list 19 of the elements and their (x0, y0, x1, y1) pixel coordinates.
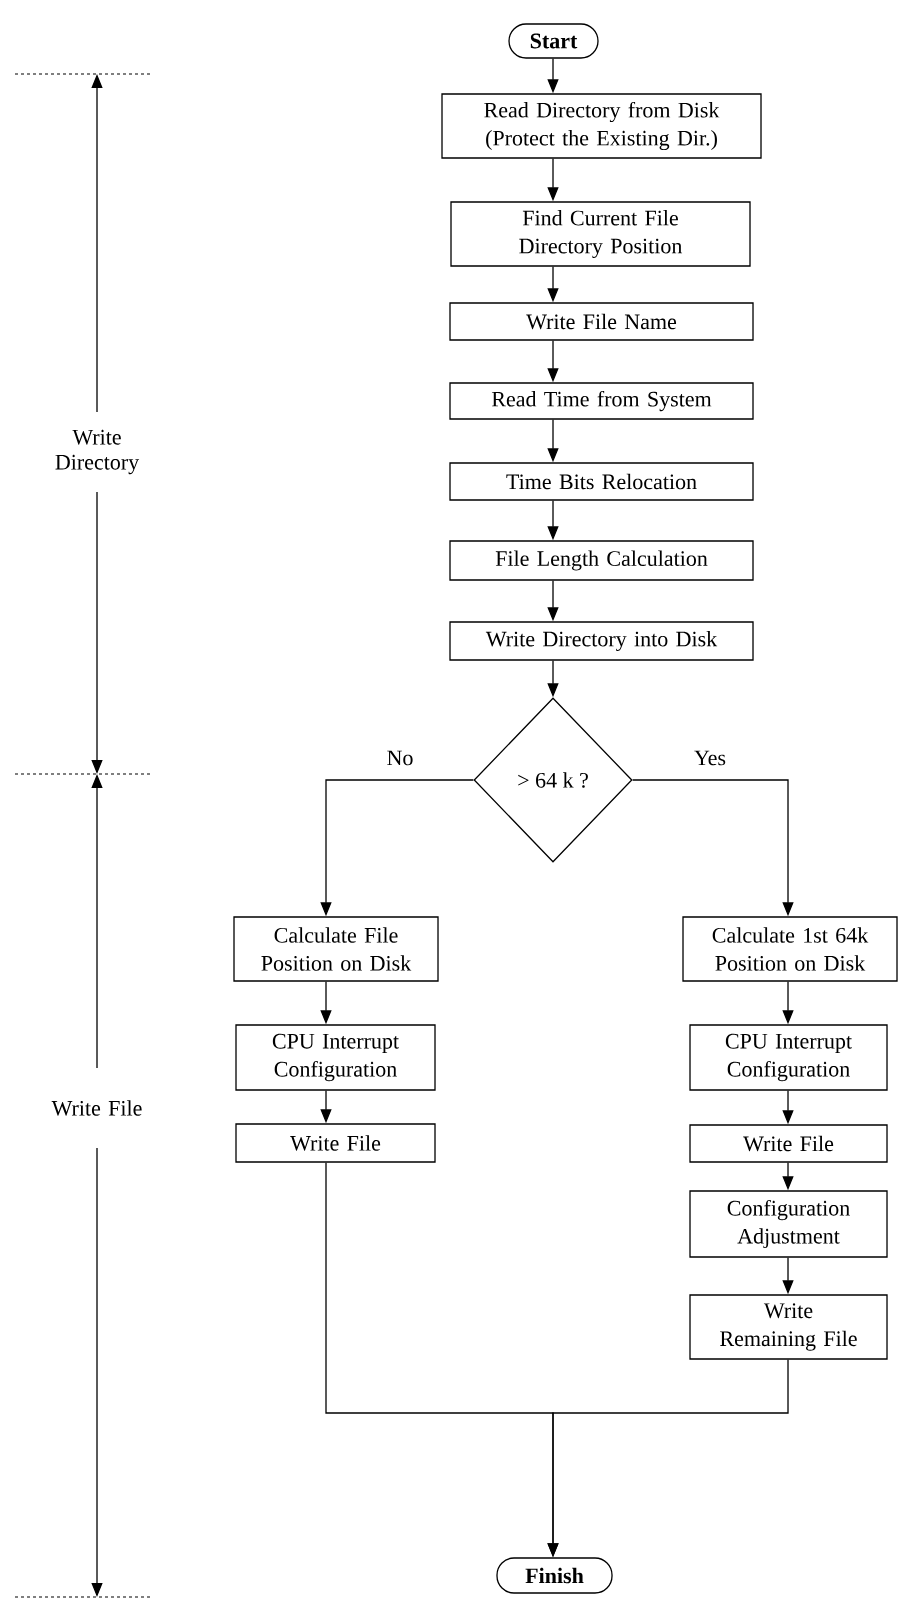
process-box: Write Remaining File (689, 1294, 888, 1360)
process-box: Calculate File Position on Disk (233, 916, 439, 982)
process-box: Write File (689, 1124, 888, 1163)
dimension-label: Write File (51, 1100, 142, 1116)
process-box: Read Directory from Disk (Protect the Existing Dir.) (441, 93, 762, 159)
edge-label: Yes (693, 749, 727, 767)
edge-label: No (385, 749, 415, 767)
process-box: Write File (235, 1123, 436, 1163)
process-box: Write File Name (449, 302, 754, 341)
process-box: Write Directory into Disk (449, 621, 754, 661)
process-box: Calculate 1st 64k Position on Disk (682, 916, 898, 982)
process-box: Configuration Adjustment (689, 1190, 888, 1258)
process-box: Find Current File Directory Position (450, 201, 751, 267)
process-box: Time Bits Relocation (449, 462, 754, 501)
process-box: CPU Interrupt Configuration (235, 1024, 436, 1091)
dimension-label: Write Directory (55, 429, 140, 475)
process-box: File Length Calculation (449, 540, 754, 581)
process-box: CPU Interrupt Configuration (689, 1024, 888, 1091)
process-box: Read Time from System (449, 382, 754, 420)
